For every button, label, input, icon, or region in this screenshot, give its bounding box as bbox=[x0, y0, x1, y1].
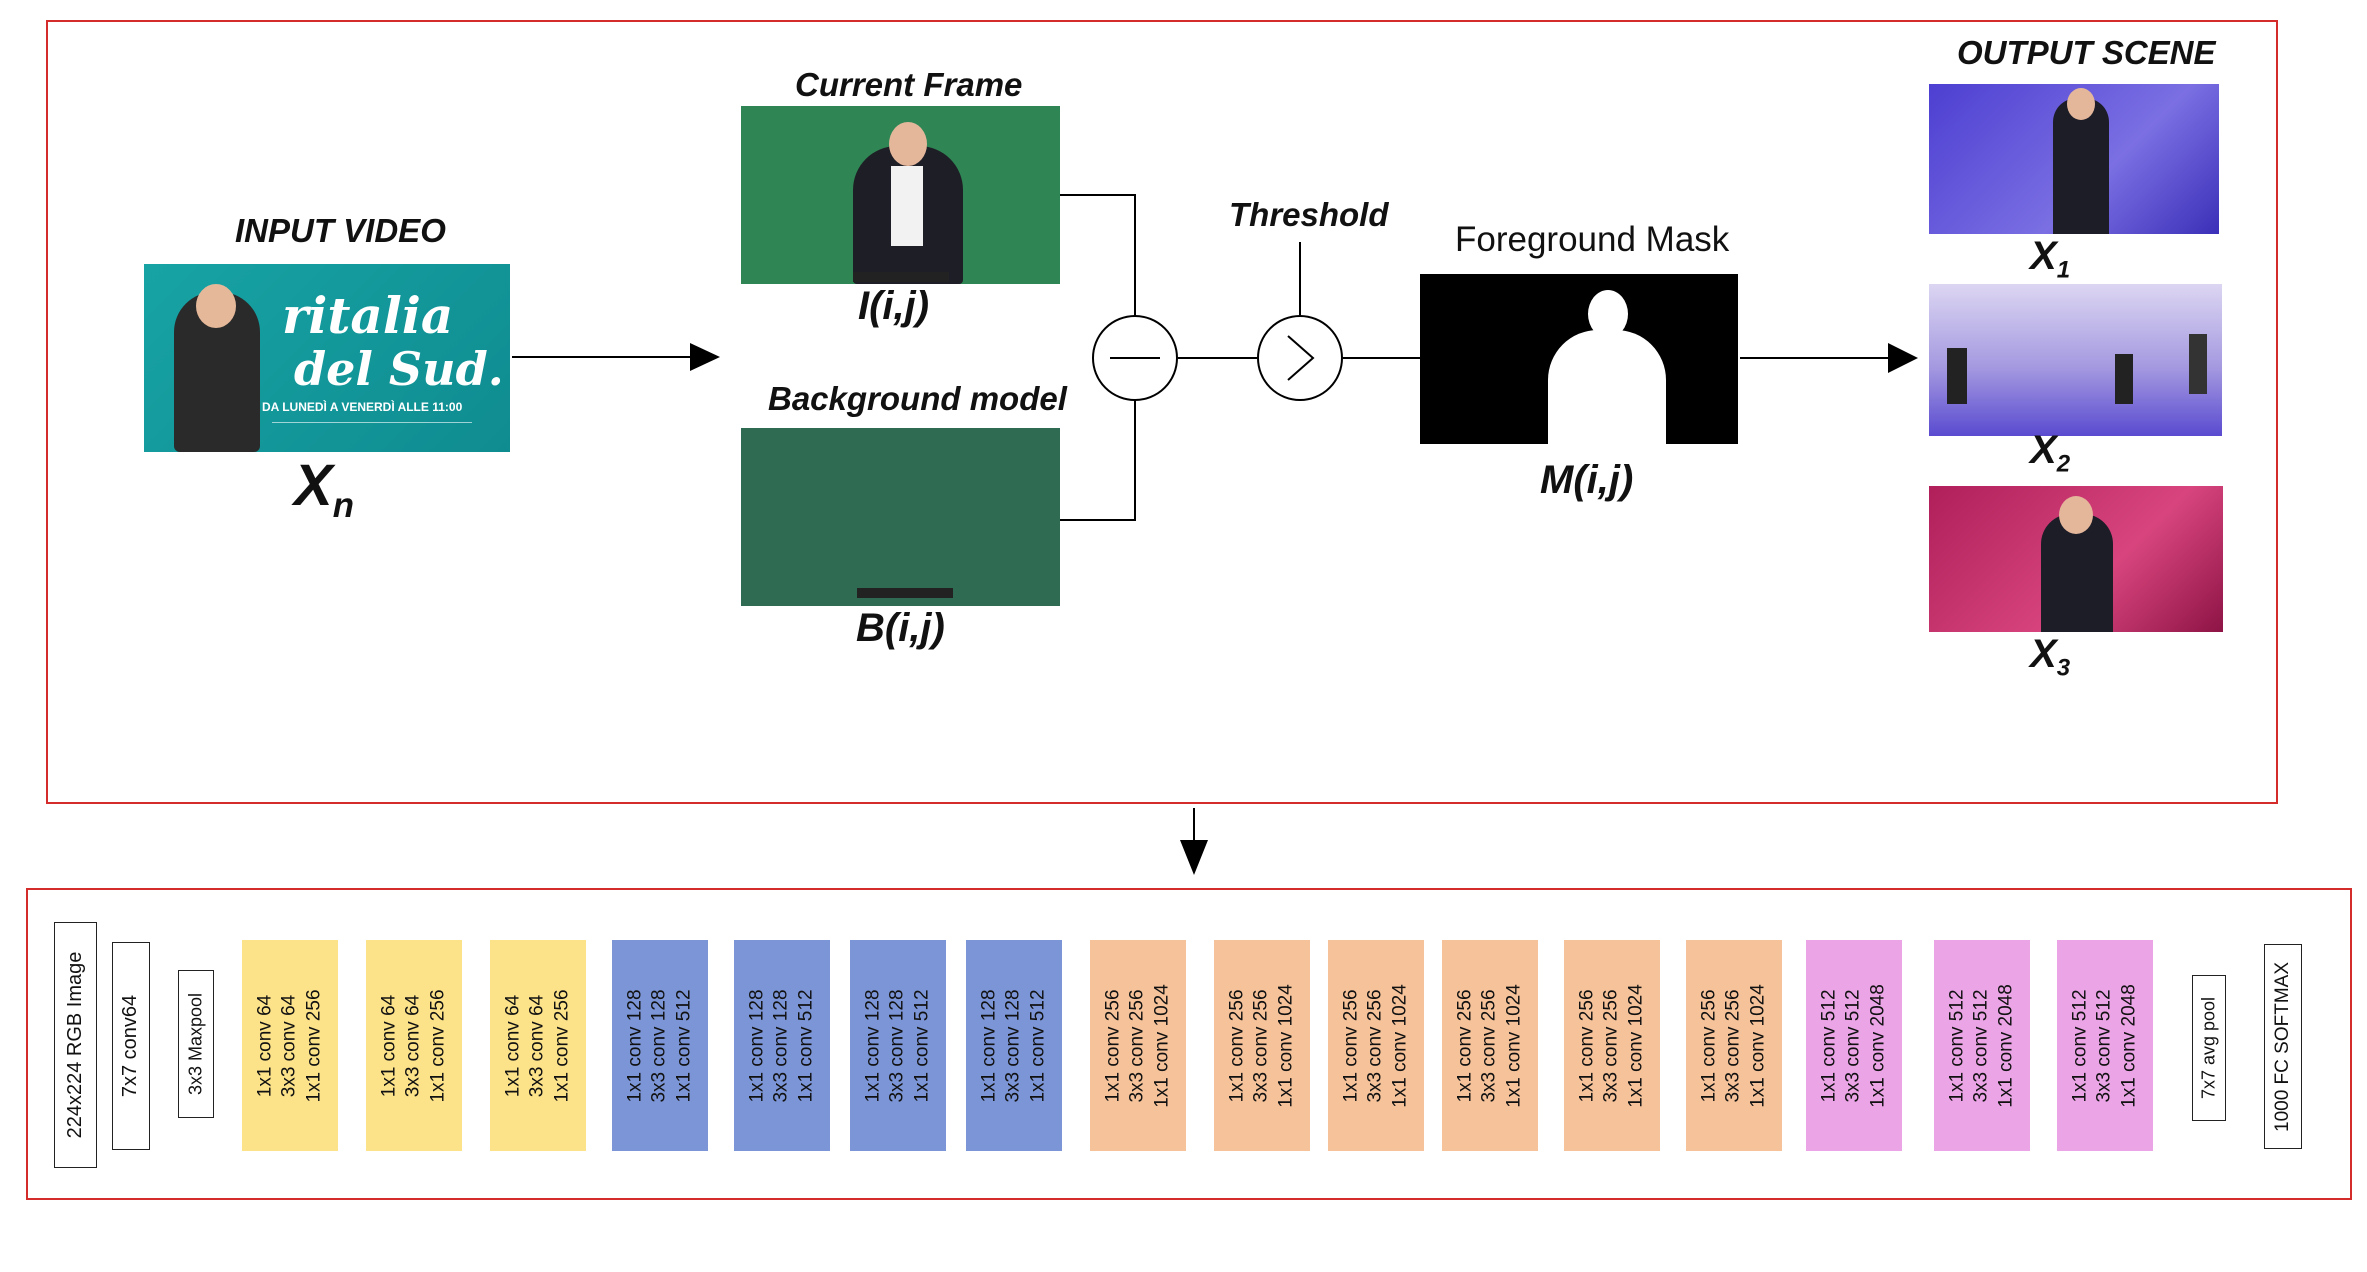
background-model-label: B(i,j) bbox=[856, 606, 945, 650]
scene2-person-c bbox=[2189, 334, 2207, 394]
scene2-person-a bbox=[1947, 348, 1967, 404]
scene3-head bbox=[2059, 496, 2093, 534]
thumb-title-line2: del Sud. bbox=[294, 342, 504, 396]
output-scene-2-image bbox=[1929, 284, 2222, 436]
output-scene-3-label: X3 bbox=[2030, 632, 2071, 682]
input-video-label: Xn bbox=[294, 453, 354, 526]
network-fc-block: 1000 FC SOFTMAX bbox=[2264, 944, 2302, 1149]
network-conv1-block: 7x7 conv64 bbox=[112, 942, 150, 1150]
input-video-title: INPUT VIDEO bbox=[235, 212, 446, 249]
input-video-thumbnail: ritalia del Sud. DA LUNEDÌ A VENERDÌ ALL… bbox=[144, 264, 510, 452]
thumb-tagline: DA LUNEDÌ A VENERDÌ ALLE 11:00 bbox=[262, 400, 463, 414]
frame-person-shirt bbox=[891, 166, 923, 246]
output-scene-title: OUTPUT SCENE bbox=[1957, 34, 2216, 71]
network-avgpool-block: 7x7 avg pool bbox=[2192, 975, 2226, 1121]
frame-person-head bbox=[889, 122, 927, 166]
network-frame bbox=[26, 888, 2352, 1200]
foreground-mask-title: Foreground Mask bbox=[1455, 220, 1730, 259]
mask-silhouette-body bbox=[1548, 330, 1666, 444]
threshold-title: Threshold bbox=[1229, 196, 1389, 233]
background-model-title: Background model bbox=[768, 380, 1067, 417]
thumb-title-line1: ritalia bbox=[282, 286, 454, 345]
mask-silhouette-head bbox=[1588, 290, 1628, 338]
output-scene-1-label: X1 bbox=[2030, 234, 2071, 284]
current-frame-label: I(i,j) bbox=[858, 284, 930, 328]
presenter-head bbox=[196, 284, 236, 328]
background-model-image bbox=[741, 428, 1060, 606]
thumb-logos bbox=[272, 422, 472, 439]
network-input-block: 224x224 RGB Image bbox=[54, 922, 97, 1168]
pipeline-frame bbox=[46, 20, 2278, 804]
output-scene-1-image bbox=[1929, 84, 2219, 234]
bg-desk bbox=[857, 588, 953, 598]
network-maxpool-block: 3x3 Maxpool bbox=[178, 970, 214, 1118]
foreground-mask-image bbox=[1420, 274, 1738, 444]
foreground-mask-label: M(i,j) bbox=[1540, 458, 1634, 502]
output-scene-2-label: X2 bbox=[2030, 428, 2071, 478]
scene1-person bbox=[2053, 98, 2109, 234]
scene1-head bbox=[2067, 88, 2095, 120]
frame-desk bbox=[853, 272, 949, 282]
current-frame-title: Current Frame bbox=[795, 66, 1023, 103]
scene2-person-b bbox=[2115, 354, 2133, 404]
arrowhead-down bbox=[1180, 840, 1208, 875]
output-scene-3-image bbox=[1929, 486, 2223, 632]
current-frame-image bbox=[741, 106, 1060, 284]
